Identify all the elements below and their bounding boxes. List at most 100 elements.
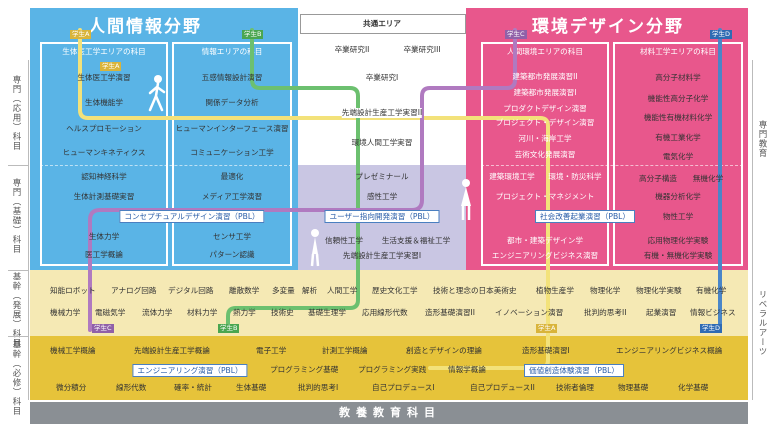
course-material: 高分子材料学	[655, 73, 701, 82]
path-student-b	[226, 28, 360, 332]
course-advanced: 流体力学	[142, 308, 173, 317]
badge-student-d: 学生D	[710, 30, 733, 39]
course-bio: 生体力学	[88, 232, 120, 241]
course-advanced: 歴史文化工学	[372, 286, 418, 295]
course-required: 創造とデザインの理論	[406, 346, 482, 355]
course-common: プレゼミナール	[355, 172, 409, 181]
course-required: 先端設計生産工学概論	[134, 346, 210, 355]
course-info: 五感情報設計演習	[201, 73, 263, 82]
course-common: 卒業研究II	[334, 45, 370, 54]
course-advanced: 電磁気学	[95, 308, 126, 317]
course-material: 電気化学	[662, 152, 694, 161]
course-info: 関係データ分析	[205, 98, 259, 107]
course-urban: 河川・海岸工学	[518, 134, 572, 143]
course-required: 計測工学概論	[322, 346, 368, 355]
course-urban: プロジェクト・マネジメント	[495, 192, 595, 201]
course-material: 無機化学	[692, 174, 724, 183]
course-required: 線形代数	[116, 383, 147, 392]
course-material: 有機・無機化学実験	[643, 251, 713, 260]
course-required: プログラミング基礎	[270, 365, 339, 374]
course-advanced: 熱力学	[233, 308, 256, 317]
course-common: 先端設計生産工学実習I	[342, 251, 422, 260]
course-common: 卒業研究III	[403, 45, 441, 54]
course-advanced: 起業演習	[646, 308, 677, 317]
course-required: 自己プロデュースI	[372, 383, 435, 392]
course-urban: エンジニアリングビジネス演習	[491, 251, 599, 260]
side-label-basic: 専門（基礎）科目	[11, 178, 21, 254]
side-label-advanced: 基幹（発展）科目	[11, 272, 21, 348]
course-info: ヒューマンインターフェース演習	[175, 124, 289, 133]
path-student-c	[88, 28, 517, 332]
course-required: 生体基礎	[236, 383, 267, 392]
course-material: 有機工業化学	[655, 133, 701, 142]
course-advanced: 離散数学	[229, 286, 260, 295]
course-advanced: 植物生産学	[536, 286, 574, 295]
course-advanced: デジタル回路	[168, 286, 214, 295]
course-advanced: 多変量	[272, 286, 295, 295]
human-area-dotted	[40, 165, 292, 166]
badge-student-d-low: 学生D	[700, 324, 723, 333]
course-required: 確率・統計	[174, 383, 212, 392]
course-info: センサ工学	[213, 232, 251, 241]
course-material: 高分子構造	[639, 174, 677, 183]
path-student-a	[78, 28, 550, 330]
course-info: パターン認識	[209, 250, 255, 259]
common-zone-title: 共通エリア	[363, 19, 401, 28]
bio-area-head: 生体医工学エリアの科目	[62, 47, 146, 56]
badge-student-a-low: 学生A	[536, 324, 558, 333]
course-info: 最適化	[220, 172, 244, 181]
course-info: メディア工学演習	[201, 192, 263, 201]
course-advanced: 基礎生理学	[308, 308, 346, 317]
side-label-applied: 専門（応用）科目	[11, 75, 21, 151]
course-advanced: 情報ビジネス	[690, 308, 736, 317]
pbl-social: 社会改善起業演習（PBL）	[535, 210, 635, 223]
info-area-head: 情報エリアの科目	[201, 47, 263, 56]
material-area-head: 材料工学エリアの科目	[640, 47, 716, 56]
course-advanced: 物理化学実験	[636, 286, 682, 295]
course-bio: 生体機能学	[85, 98, 123, 107]
side-divider	[8, 336, 28, 337]
course-common: 先端設計生産工学実習II	[341, 108, 423, 118]
course-urban: 建築環境工学	[489, 172, 535, 181]
badge-student-c: 学生C	[505, 30, 527, 39]
course-advanced: 有機化学	[696, 286, 727, 295]
human-zone-title: 人間情報分野	[88, 17, 202, 37]
course-required: 微分積分	[56, 383, 87, 392]
badge-student-a: 学生A	[70, 30, 92, 39]
course-common: 感性工学	[366, 192, 398, 201]
urban-area-box	[481, 42, 609, 266]
badge-student-b-low: 学生B	[218, 324, 240, 333]
side-label-liberal: リベラルアーツ	[757, 290, 767, 357]
person-standing-icon	[461, 179, 471, 220]
course-common: 環境人間工学実習	[351, 138, 413, 147]
course-urban: 建築都市発展演習II	[512, 72, 578, 81]
course-urban: プロダクトデザイン演習	[503, 104, 587, 113]
course-advanced: イノベーション演習	[495, 308, 564, 317]
person-with-cane-icon	[310, 229, 320, 267]
course-material: 機器分析化学	[655, 192, 701, 201]
course-urban: 芸術文化発展演習	[514, 150, 576, 159]
course-bio: 生体医工学演習	[77, 73, 131, 82]
course-bio: 認知神経科学	[81, 172, 127, 181]
bio-area-box	[40, 42, 168, 266]
course-bio: 医工学概論	[85, 250, 123, 259]
course-urban: 環境・防災科学	[548, 172, 602, 181]
general-band	[30, 402, 748, 424]
course-required: 化学基礎	[678, 383, 709, 392]
course-required: 機械工学概論	[50, 346, 96, 355]
course-advanced: 解析	[302, 286, 318, 295]
env-zone-title: 環境デザイン分野	[532, 17, 684, 37]
info-area-box	[172, 42, 292, 266]
env-area-dotted	[481, 165, 743, 166]
pbl-concept: コンセプチュアルデザイン演習（PBL）	[119, 210, 265, 223]
advanced-band	[30, 270, 748, 336]
course-urban: プロジェクト・デザイン演習	[495, 118, 595, 127]
urban-area-head: 人間環境エリアの科目	[507, 47, 583, 56]
course-advanced: 人間工学	[327, 286, 358, 295]
pbl-user: ユーザー指向開発演習（PBL）	[324, 210, 440, 223]
course-bio: ヒューマンキネティクス	[62, 148, 146, 157]
person-walking-icon	[148, 75, 166, 112]
course-advanced: 応用線形代数	[362, 308, 408, 317]
course-required: 造形基礎演習I	[522, 346, 570, 355]
badge-student-c-low: 学生C	[92, 324, 114, 333]
